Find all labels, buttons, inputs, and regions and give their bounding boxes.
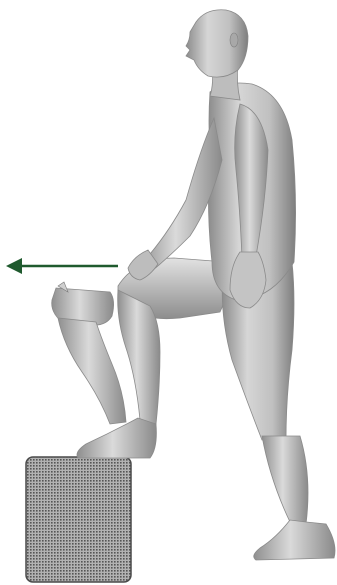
ghost-shin: [58, 318, 126, 424]
standing-foot: [254, 520, 335, 560]
ear: [230, 33, 238, 47]
head: [186, 10, 248, 77]
arrow-left-icon: [6, 258, 118, 274]
standing-leg: [222, 262, 335, 560]
standing-shin: [262, 436, 308, 524]
ghost-leg: [52, 282, 126, 424]
step-box: [26, 457, 131, 582]
raised-foot: [77, 418, 156, 458]
back-arm: [138, 118, 222, 276]
